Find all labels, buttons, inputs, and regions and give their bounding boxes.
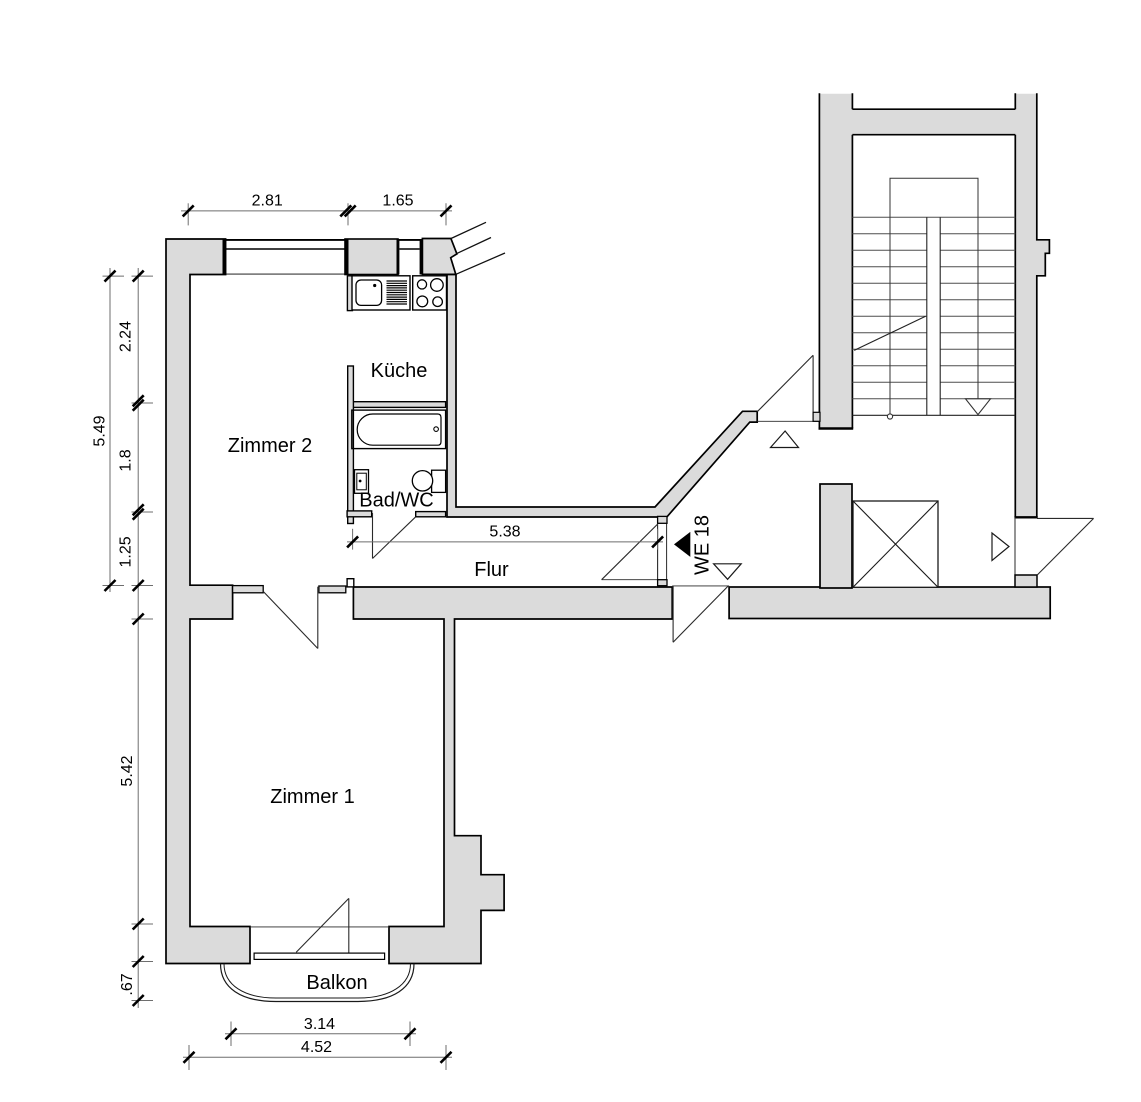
sink-basin: [355, 279, 383, 307]
dimension-label-dim-67: .67: [119, 973, 136, 995]
door-neighbor-right: [1014, 517, 1094, 588]
stairs: [852, 177, 1016, 420]
walls: [165, 237, 1052, 965]
bathroom-fixtures: [351, 409, 447, 494]
kitchen-fixtures: [351, 275, 448, 311]
wall-bath-south-right: [415, 510, 447, 518]
wall-kitchen-bath-divider: [347, 401, 447, 409]
swing-marker-entry-down: [712, 563, 743, 581]
room-label-we-18: WE 18: [692, 515, 714, 575]
wall-elevator-stub: [819, 483, 853, 589]
door-bath: [371, 513, 417, 559]
drainboard-hatching: [386, 280, 407, 305]
window-kitchen: [396, 238, 423, 275]
wall-zimmer1-door-strip-left: [231, 584, 264, 594]
entry-door-post-top: [656, 515, 668, 524]
stair-door-post: [812, 411, 821, 422]
neighbor-door-post: [1014, 574, 1038, 588]
wall-break-lines: [450, 221, 506, 275]
balcony-door-sill: [253, 952, 386, 960]
wall-bath-south-left: [346, 510, 373, 518]
dimension-ticks: [103, 204, 665, 1064]
room-label-flur: Flur: [474, 559, 509, 581]
wall-zimmer1-door-strip-right: [318, 585, 347, 594]
door-zimmer1: [262, 586, 319, 649]
dimension-label-dim-4-52: 4.52: [301, 1039, 332, 1056]
stair-stringer: [926, 217, 941, 416]
swing-marker-stairwell: [769, 430, 800, 449]
stair-walking-line: [886, 177, 992, 420]
burner: [416, 295, 429, 308]
burner: [432, 296, 444, 308]
burner: [429, 278, 444, 292]
flur-wall-post: [346, 578, 355, 588]
room-label-bad-wc: Bad/WC: [359, 490, 433, 512]
dimension-label-dim-2-24: 2.24: [118, 321, 135, 352]
stairwell-walls: [818, 93, 1051, 519]
entry-door-post-bottom: [656, 579, 668, 587]
dimension-label-dim-2-81: 2.81: [252, 193, 283, 210]
balcony-outline: [219, 963, 415, 1003]
wall-east-and-diagonal: [446, 273, 759, 518]
kitchen-stove: [412, 275, 448, 311]
stair-cut-line: [853, 315, 926, 351]
stairwell-wall-outline: [818, 93, 1051, 518]
room-label-balkon: Balkon: [306, 972, 367, 994]
door-apartment-entry: [601, 515, 668, 587]
door-balcony: [250, 898, 389, 960]
bathtub-drain: [433, 426, 439, 432]
room-label-kueche: Küche: [371, 360, 428, 382]
door-stairwell: [756, 354, 821, 422]
wall-landing-south: [728, 586, 1052, 620]
dimension-label-dim-5-42: 5.42: [119, 755, 136, 786]
wall-apartment-west: [165, 238, 251, 965]
sink-tap-dot: [373, 283, 377, 288]
washbasin: [353, 469, 370, 494]
stair-treads: [852, 216, 1016, 400]
toilet-bowl: [411, 469, 434, 492]
window-zimmer2: [222, 238, 349, 275]
swing-marker-neighbor-right: [991, 531, 1010, 562]
door-lower-apartment: [672, 585, 730, 643]
burner: [416, 279, 428, 290]
stairwell-wall-caps: [818, 427, 1038, 519]
wall-northeast-corner: [421, 237, 458, 276]
room-label-zimmer2: Zimmer 2: [228, 435, 312, 457]
entry-marker-triangle: [674, 531, 691, 557]
doors: [250, 354, 1094, 960]
dimension-label-dim-1-8: 1.8: [118, 449, 135, 471]
stairwell-wall-fill: [819, 93, 1050, 518]
elevator: [852, 500, 939, 588]
dimension-label-dim-5-38: 5.38: [489, 524, 520, 541]
bathtub: [351, 409, 447, 450]
wall-kitchen-north-block: [344, 238, 399, 276]
toilet: [411, 469, 447, 494]
room-label-zimmer1: Zimmer 1: [270, 786, 354, 808]
walking-line-start: [886, 413, 894, 420]
walking-line-arrow: [964, 398, 992, 416]
windows: [222, 238, 423, 275]
bathtub-inner: [356, 413, 442, 446]
wall-flur-south: [352, 586, 674, 965]
kitchen-sink-unit: [351, 275, 411, 311]
dimension-label-dim-1-65: 1.65: [382, 193, 413, 210]
dimension-label-dim-1-25: 1.25: [118, 536, 135, 567]
washbasin-dot: [358, 479, 362, 483]
wall-bath-west: [347, 365, 355, 525]
dimension-label-dim-5-49: 5.49: [92, 415, 109, 446]
door-swing-markers: [674, 430, 1010, 581]
dimension-label-dim-3-14: 3.14: [304, 1016, 335, 1033]
